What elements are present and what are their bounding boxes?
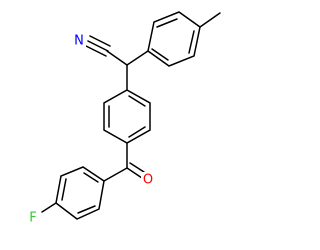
fluorophenyl-inner-double-bond-2 bbox=[61, 178, 67, 201]
triple-bond-line-2 bbox=[85, 45, 107, 57]
methyl-bond bbox=[199, 12, 221, 28]
structural-formula: N O F bbox=[27, 11, 221, 226]
fluorophenyl-ring bbox=[41, 166, 105, 220]
methine-to-tolyl-bond bbox=[126, 50, 149, 66]
tolyl-ring bbox=[147, 11, 221, 67]
fluorine-label-background bbox=[27, 210, 39, 226]
nitrile-to-methine-bond bbox=[106, 50, 128, 66]
tolyl-inner-double-bond-1 bbox=[156, 18, 178, 28]
nitrogen-atom-label: N bbox=[74, 34, 84, 49]
tolyl-inner-double-bond-2 bbox=[188, 30, 195, 54]
tolyl-inner-double-bond-3 bbox=[151, 48, 169, 61]
carbonyl-double-bond-2 bbox=[129, 162, 145, 173]
oxygen-atom-label: O bbox=[143, 173, 153, 188]
nitrile-group bbox=[85, 35, 128, 66]
carbonyl-group bbox=[103, 142, 145, 182]
carbonyl-to-fluorophenyl-bond bbox=[103, 167, 128, 182]
central-inner-double-bond-1 bbox=[128, 95, 146, 107]
oxygen-label-background bbox=[141, 172, 155, 188]
triple-bond-line-1 bbox=[87, 40, 109, 52]
central-inner-double-bond-2 bbox=[128, 126, 146, 138]
nitrogen-label-background bbox=[72, 33, 86, 49]
triple-bond-line-3 bbox=[89, 35, 111, 47]
fluorine-atom-label: F bbox=[29, 211, 36, 226]
fluorophenyl-inner-double-bond-1 bbox=[83, 172, 99, 183]
fluorophenyl-inner-double-bond-3 bbox=[77, 205, 96, 214]
carbonyl-double-bond-1 bbox=[126, 167, 143, 179]
central-ring bbox=[103, 89, 151, 144]
central-ring-outline bbox=[103, 89, 151, 144]
fluorine-bond bbox=[41, 202, 57, 213]
